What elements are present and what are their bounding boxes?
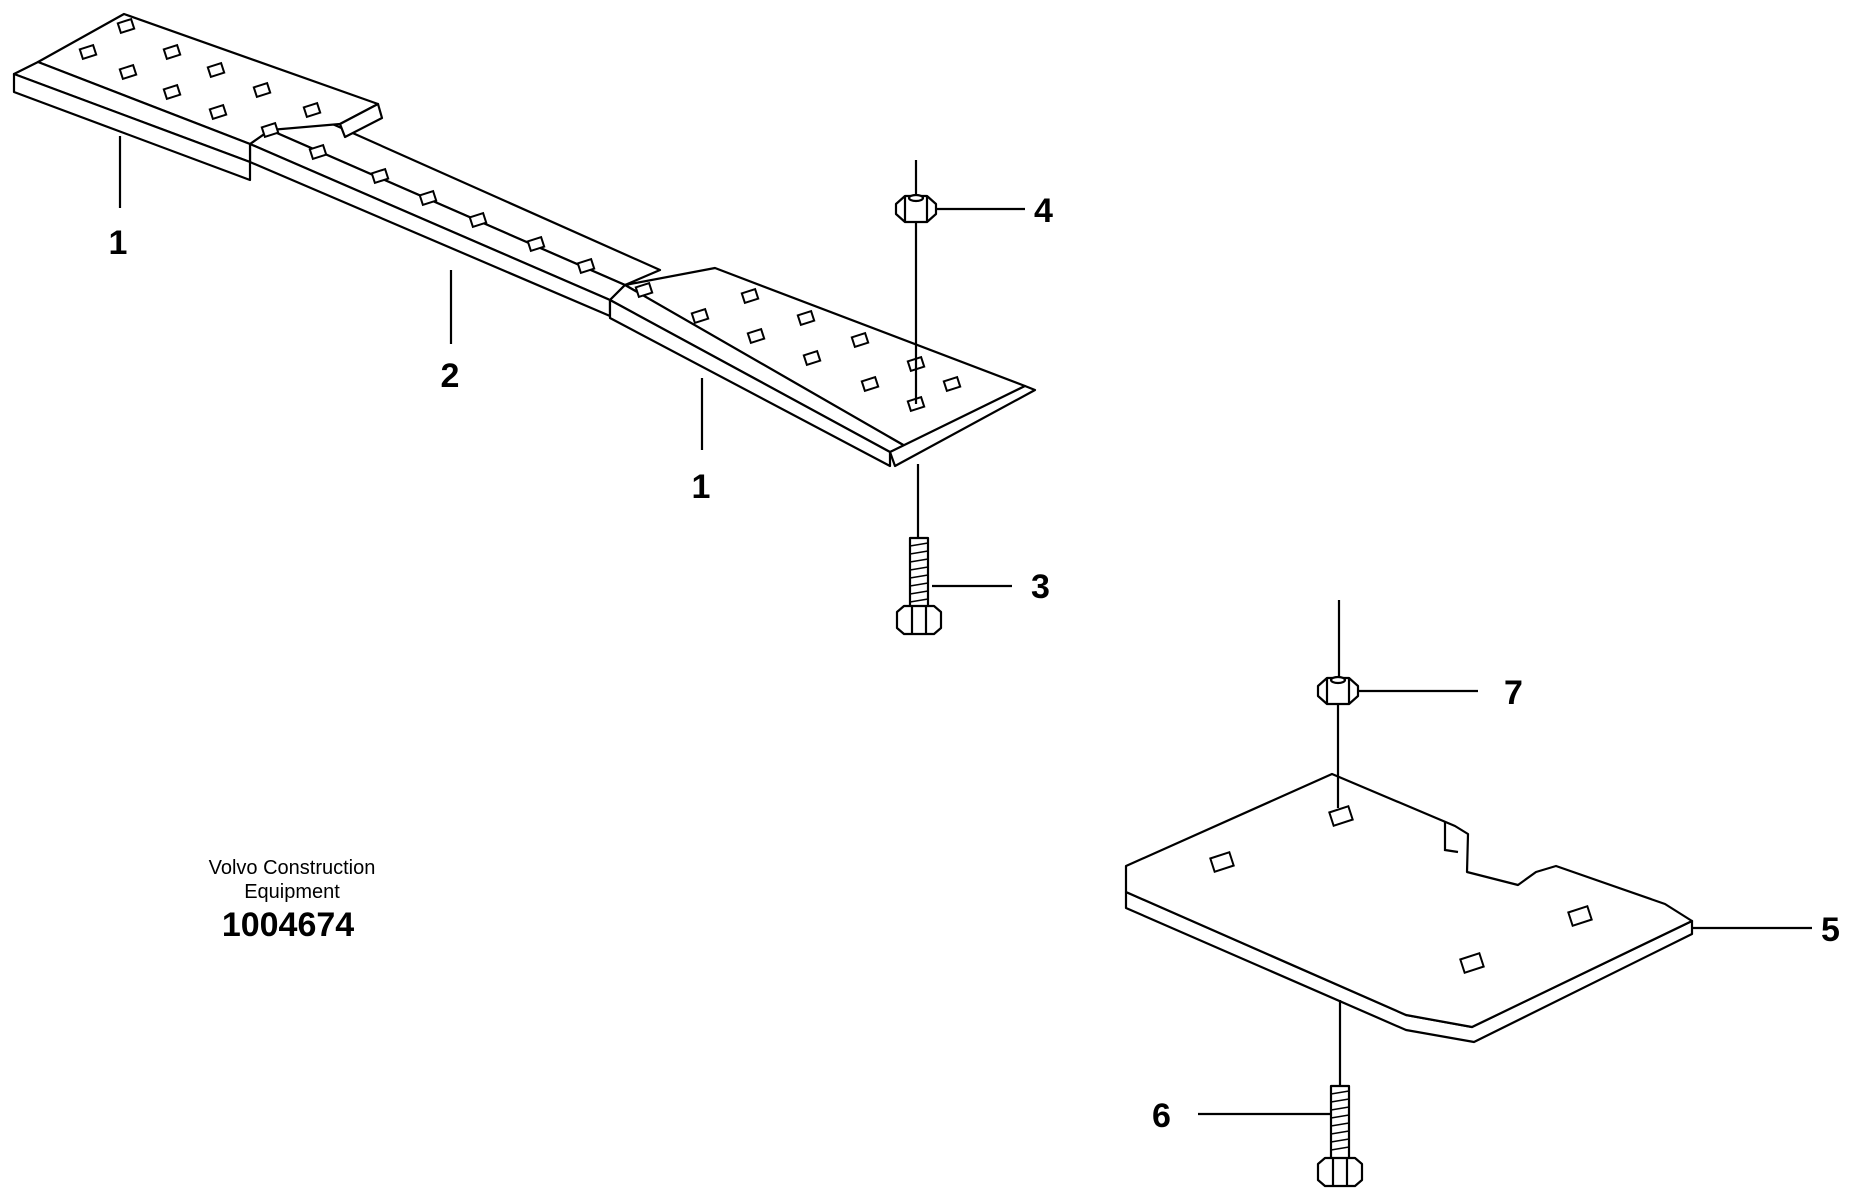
callout-2: 2 <box>441 357 460 395</box>
bolt-part-6 <box>1316 1000 1364 1188</box>
drawing-id-block: Volvo Construction Equipment 1004674 <box>209 857 376 944</box>
callout-5: 5 <box>1821 911 1840 949</box>
drawing-number: 1004674 <box>222 906 354 944</box>
track-shoe-assembly <box>12 12 1037 468</box>
callout-4: 4 <box>1034 192 1053 230</box>
nut-part-4 <box>894 160 938 404</box>
leader-lines <box>118 136 1812 1116</box>
cover-plate-part-5 <box>1124 772 1694 1044</box>
callout-3: 3 <box>1031 568 1050 606</box>
callout-7: 7 <box>1504 674 1523 712</box>
callout-1-right: 1 <box>692 468 711 506</box>
brand-name-line-2: Equipment <box>244 881 340 903</box>
plate-bolt-holes <box>1209 804 1593 975</box>
center-plate-part-2 <box>248 112 662 318</box>
shoe-bolt-holes <box>78 17 962 413</box>
brand-name-line-1: Volvo Construction <box>209 857 376 879</box>
end-plate-left-part-1 <box>12 12 384 182</box>
callout-1-left: 1 <box>109 224 128 262</box>
end-plate-right-part-1 <box>608 266 1037 468</box>
nut-part-7 <box>1316 600 1360 808</box>
bolt-part-3 <box>895 464 943 636</box>
callout-6: 6 <box>1152 1097 1171 1135</box>
